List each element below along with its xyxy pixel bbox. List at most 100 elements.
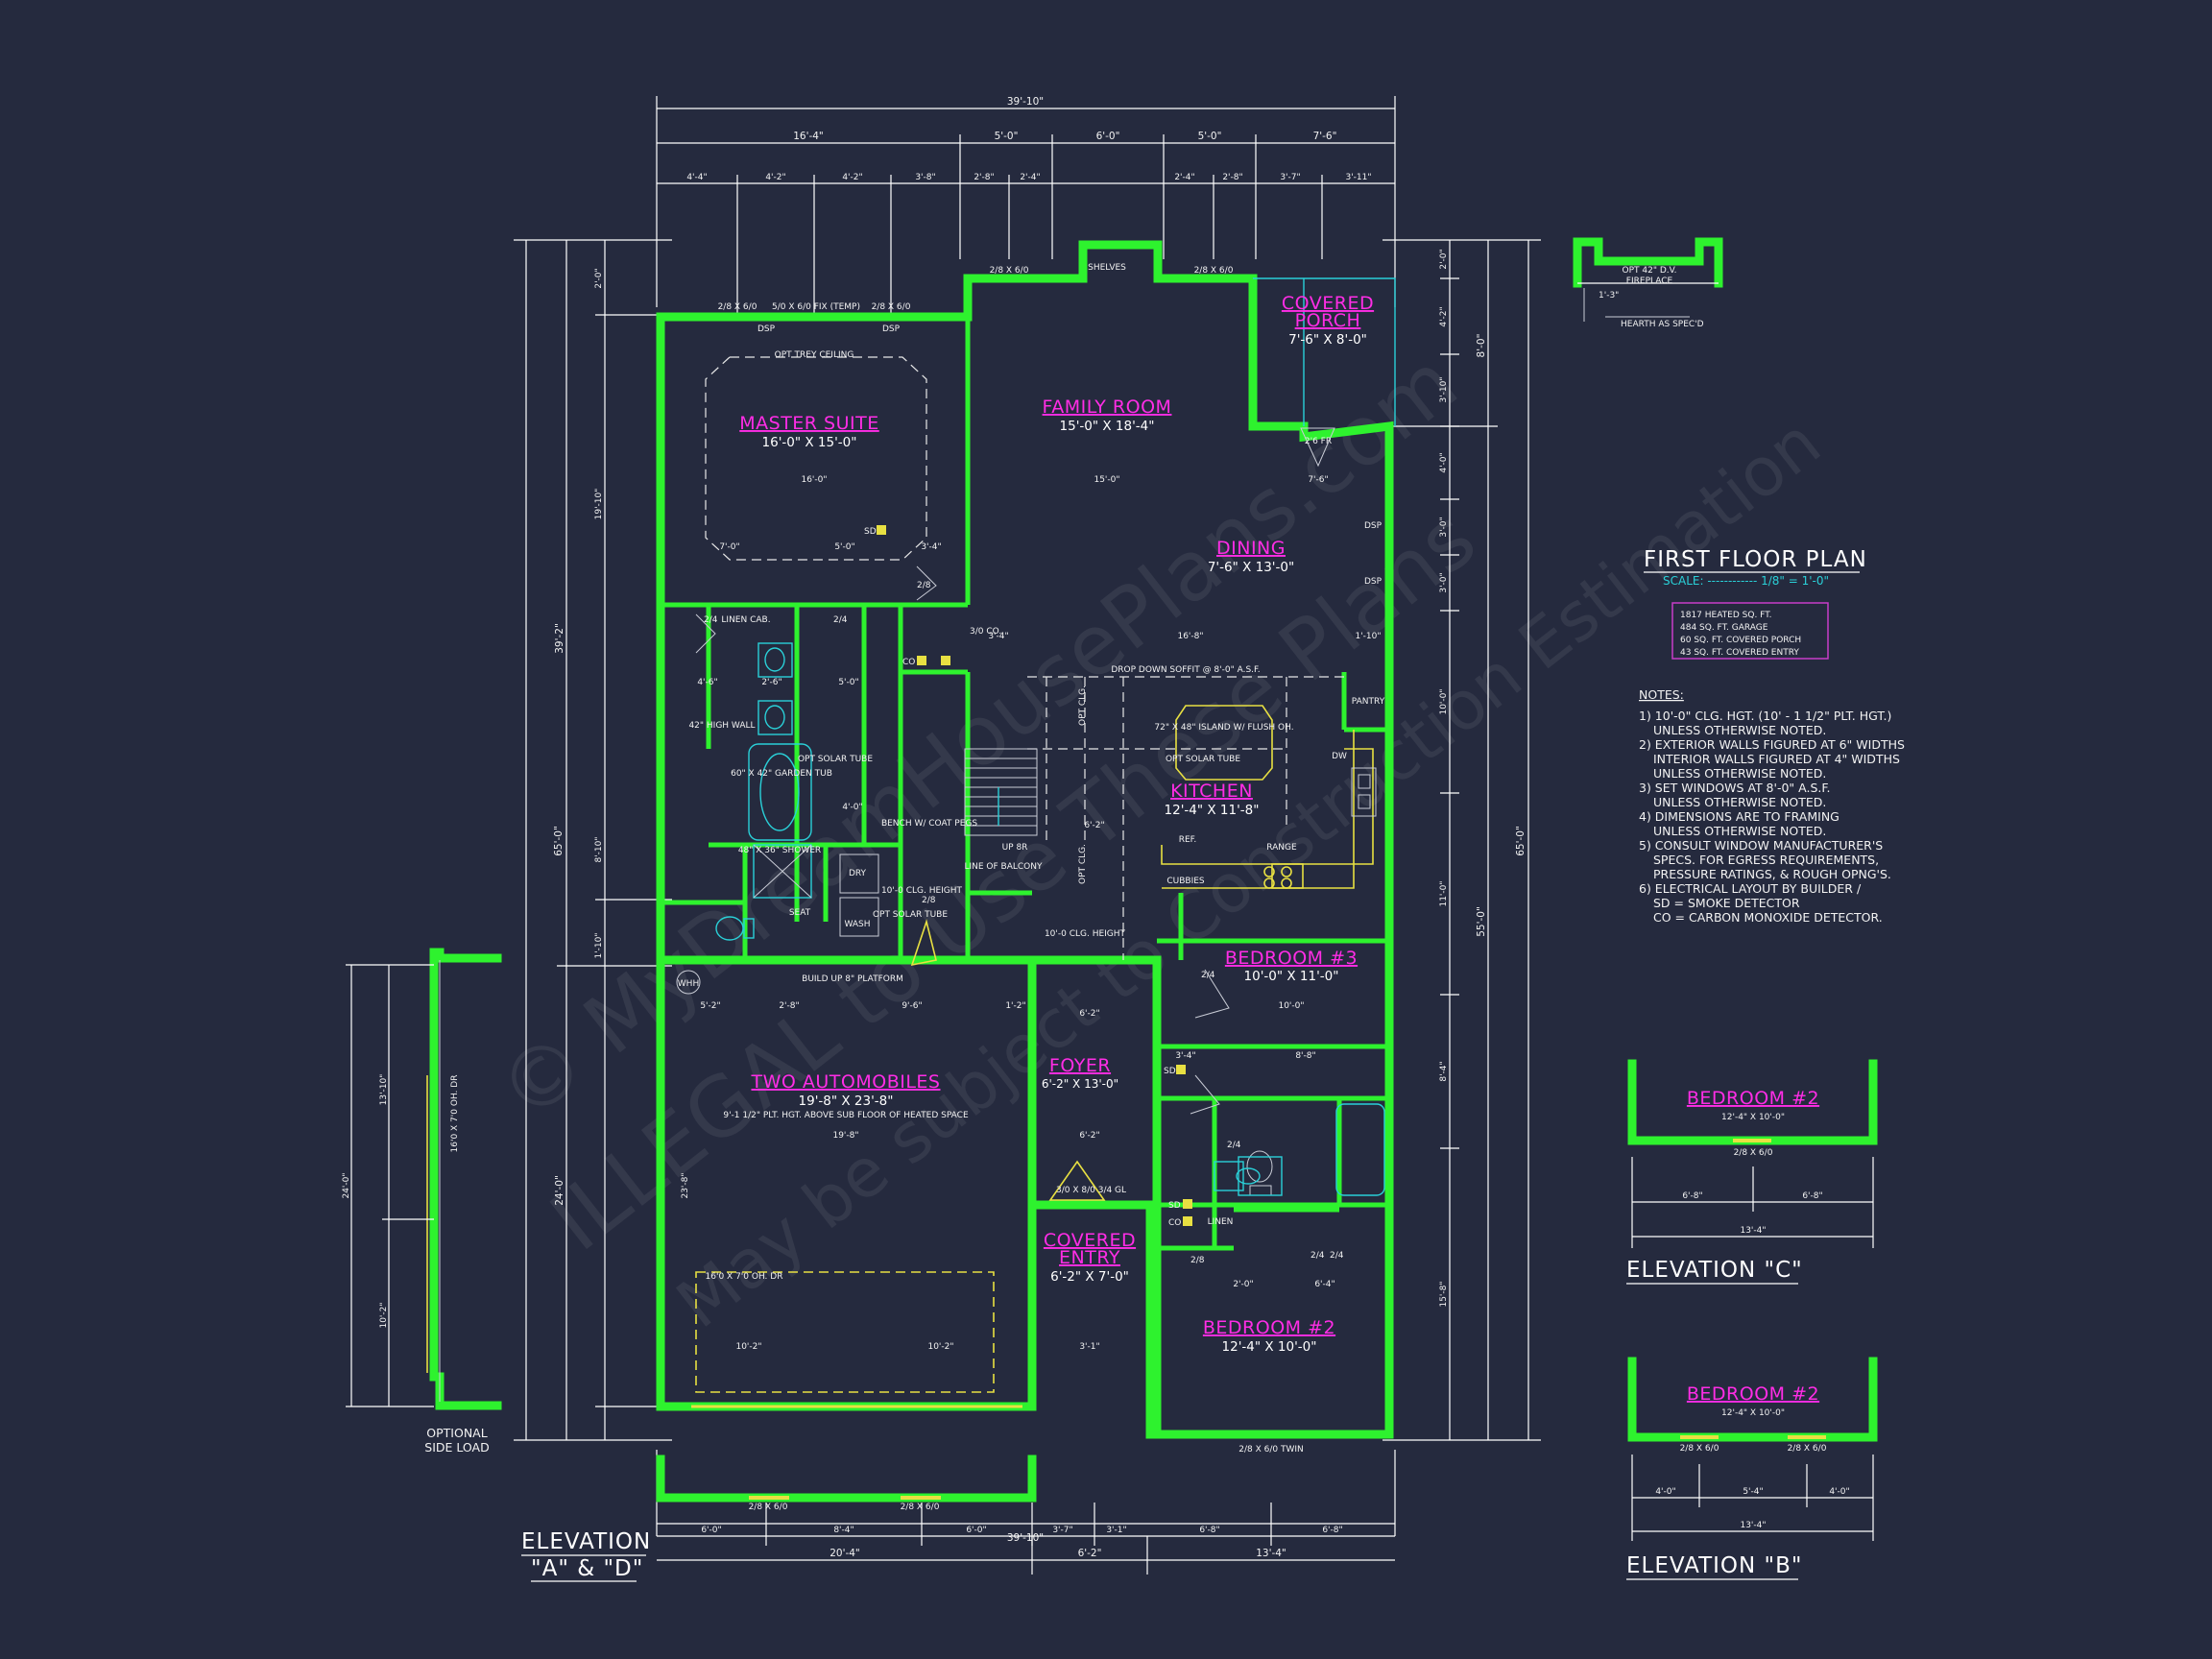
- elevation-ad: 2/8 X 6/0 2/8 X 6/0 ELEVATION "A" & "D": [521, 1455, 1037, 1582]
- room-labels: MASTER SUITE 16'-0" X 15'-0" FAMILY ROOM…: [723, 293, 1373, 1355]
- note-11: PRESSURE RATINGS, & ROUGH OPNG'S.: [1653, 867, 1891, 881]
- room-bed2-size: 12'-4" X 10'-0": [1222, 1339, 1317, 1355]
- dim-left-r3-2: 8'-10": [594, 836, 604, 862]
- elev-b-room: BEDROOM #2: [1687, 1383, 1819, 1405]
- dim-bottom-r3-5: 6'-8": [1199, 1526, 1219, 1535]
- optional-side-load: 24'-0" 13'-10" 10'-2" OPTIONAL SIDE LOAD: [342, 948, 502, 1455]
- door-28-a: 2/8: [1190, 1256, 1205, 1265]
- fireplace: [1300, 427, 1335, 468]
- door-24-e: 2/4: [1310, 1251, 1325, 1261]
- dim-top-r2-0: 16'-4": [793, 131, 824, 142]
- dim-int-1: 15'-0": [1094, 475, 1119, 485]
- door-24-b: 2/4: [833, 615, 848, 625]
- dim-bottom-r3-6: 6'-8": [1322, 1526, 1342, 1535]
- dim-top-r3-1: 4'-2": [765, 173, 785, 182]
- label-garden-tub: 60" X 42" GARDEN TUB: [731, 769, 832, 779]
- dim-int-25: 6'-2": [1079, 1009, 1099, 1019]
- door-24-a: 2/4: [704, 615, 718, 625]
- dim-top-r3-2: 4'-2": [842, 173, 862, 182]
- dim-int-24: 4'-0": [842, 803, 862, 812]
- dashed-features: [426, 356, 1344, 1393]
- co-label-hall2: CO: [1168, 1218, 1181, 1228]
- note-3: INTERIOR WALLS FIGURED AT 4" WIDTHS: [1653, 752, 1900, 766]
- door-30: 3/0 CO.: [970, 627, 1001, 637]
- dim-right-r3-7: 11'-0": [1439, 880, 1449, 906]
- detectors: SD CO SD SD CO: [864, 525, 1192, 1228]
- plan-scale: SCALE: ------------ 1/8" = 1'-0": [1663, 574, 1829, 588]
- dim-left-r2-1: 24'-0": [554, 1175, 565, 1206]
- dim-int-13: 6'-4": [1314, 1280, 1334, 1289]
- dsp-3: DSP: [1364, 521, 1382, 531]
- water-heater: [676, 970, 701, 995]
- window-tag-2: 5/0 X 6/0 FIX (TEMP): [772, 302, 860, 312]
- note-2: 2) EXTERIOR WALLS FIGURED AT 6" WIDTHS: [1639, 737, 1905, 752]
- elev-ad-label: ELEVATION: [521, 1529, 651, 1554]
- area-line-3: 43 SQ. FT. COVERED ENTRY: [1680, 648, 1799, 658]
- dim-right-total: 65'-0": [1515, 826, 1527, 856]
- dim-right-r3-3: 4'-0": [1439, 452, 1449, 472]
- label-solar-2: OPT SOLAR TUBE: [798, 755, 873, 764]
- interior-dims: 16'-0" 15'-0" 7'-6" 7'-0" 5'-0" 3'-4" 16…: [681, 475, 1382, 1352]
- elevation-b: BEDROOM #2 12'-4" X 10'-0" 2/8 X 6/0 2/8…: [1626, 1357, 1878, 1580]
- dim-int-14: 2'-0": [1233, 1280, 1253, 1289]
- label-wash: WASH: [844, 920, 870, 929]
- dim-top-r2-1: 5'-0": [995, 131, 1019, 142]
- dim-bottom-r3-4: 3'-1": [1106, 1526, 1126, 1535]
- label-dw: DW: [1332, 752, 1347, 761]
- note-13: SD = SMOKE DETECTOR: [1653, 896, 1800, 910]
- note-6: UNLESS OTHERWISE NOTED.: [1653, 795, 1826, 809]
- elev-b-dim-1: 5'-4": [1743, 1487, 1763, 1497]
- sd-label-bed3: SD: [1164, 1067, 1176, 1076]
- dim-right-r3-9: 15'-8": [1439, 1281, 1449, 1307]
- note-0: 1) 10'-0" CLG. HGT. (10' - 1 1/2" PLT. H…: [1639, 709, 1891, 723]
- room-kitchen-name: KITCHEN: [1170, 781, 1253, 802]
- note-8: UNLESS OTHERWISE NOTED.: [1653, 824, 1826, 838]
- dim-top-r2-2: 6'-0": [1096, 131, 1120, 142]
- label-solar-3: OPT SOLAR TUBE: [873, 910, 948, 920]
- note-4: UNLESS OTHERWISE NOTED.: [1653, 766, 1826, 781]
- label-clg-hgt-2: 10'-0 CLG. HEIGHT: [881, 886, 963, 896]
- door-36: 3/0 X 8/0 3/4 GL: [1056, 1186, 1126, 1195]
- elev-c-room-size: 12'-4" X 10'-0": [1721, 1113, 1785, 1122]
- sd-label-hall: SD: [1168, 1201, 1181, 1211]
- label-platform: BUILD UP 8" PLATFORM: [802, 974, 903, 984]
- fixture-labels: SHELVES OPT TREY CEILING LINEN CAB. 60" …: [450, 263, 1385, 1282]
- side-load-label-2: SIDE LOAD: [424, 1440, 489, 1455]
- note-9: 5) CONSULT WINDOW MANUFACTURER'S: [1639, 838, 1883, 853]
- elev-c-window: 2/8 X 6/0: [1734, 1148, 1773, 1158]
- dsp-4: DSP: [1364, 577, 1382, 587]
- dim-top-r3-3: 3'-8": [915, 173, 935, 182]
- label-pantry: PANTRY: [1352, 697, 1385, 707]
- label-solar: OPT SOLAR TUBE: [1166, 755, 1240, 764]
- room-master-size: 16'-0" X 15'-0": [762, 435, 857, 450]
- hearth-label: HEARTH AS SPEC'D: [1621, 320, 1704, 329]
- elev-c-room: BEDROOM #2: [1687, 1088, 1819, 1109]
- dim-bottom-r2-2: 13'-4": [1256, 1548, 1286, 1559]
- label-balcony: LINE OF BALCONY: [964, 862, 1043, 872]
- dim-int-4: 5'-0": [834, 542, 854, 552]
- elev-ad-window-2: 2/8 X 6/0: [901, 1503, 940, 1512]
- window-tag-3: 2/8 X 6/0: [872, 302, 911, 312]
- fireplace-detail: OPT 42" D.V. FIREPLACE HEARTH AS SPEC'D …: [1573, 237, 1723, 329]
- note-14: CO = CARBON MONOXIDE DETECTOR.: [1653, 910, 1883, 925]
- label-cubbies: CUBBIES: [1166, 877, 1205, 886]
- dim-side-2: 10'-2": [379, 1302, 389, 1328]
- room-dining-name: DINING: [1216, 538, 1286, 559]
- fixtures: [676, 278, 1385, 1201]
- room-foyer-size: 6'-2" X 13'-0": [1042, 1077, 1118, 1091]
- label-high-wall: 42" HIGH WALL: [688, 721, 755, 731]
- toilet: [715, 916, 744, 941]
- elev-b-room-size: 12'-4" X 10'-0": [1721, 1408, 1785, 1418]
- dim-bottom-r3-1: 8'-4": [833, 1526, 854, 1535]
- dim-right-r3-4: 3'-0": [1439, 517, 1449, 537]
- window-tag-6: 2/8 X 6/0 TWIN: [1238, 1445, 1304, 1455]
- label-up: UP 8R: [1002, 843, 1028, 853]
- room-family-name: FAMILY ROOM: [1043, 397, 1172, 418]
- area-summary-box: [1671, 602, 1829, 660]
- dim-int-23: 5'-0": [838, 678, 858, 687]
- dim-int-6: 16'-8": [1177, 632, 1203, 641]
- dim-int-8: 1'-10": [1355, 632, 1381, 641]
- dim-side-0: 24'-0": [342, 1172, 351, 1198]
- dim-top-r3-6: 2'-4": [1174, 173, 1194, 182]
